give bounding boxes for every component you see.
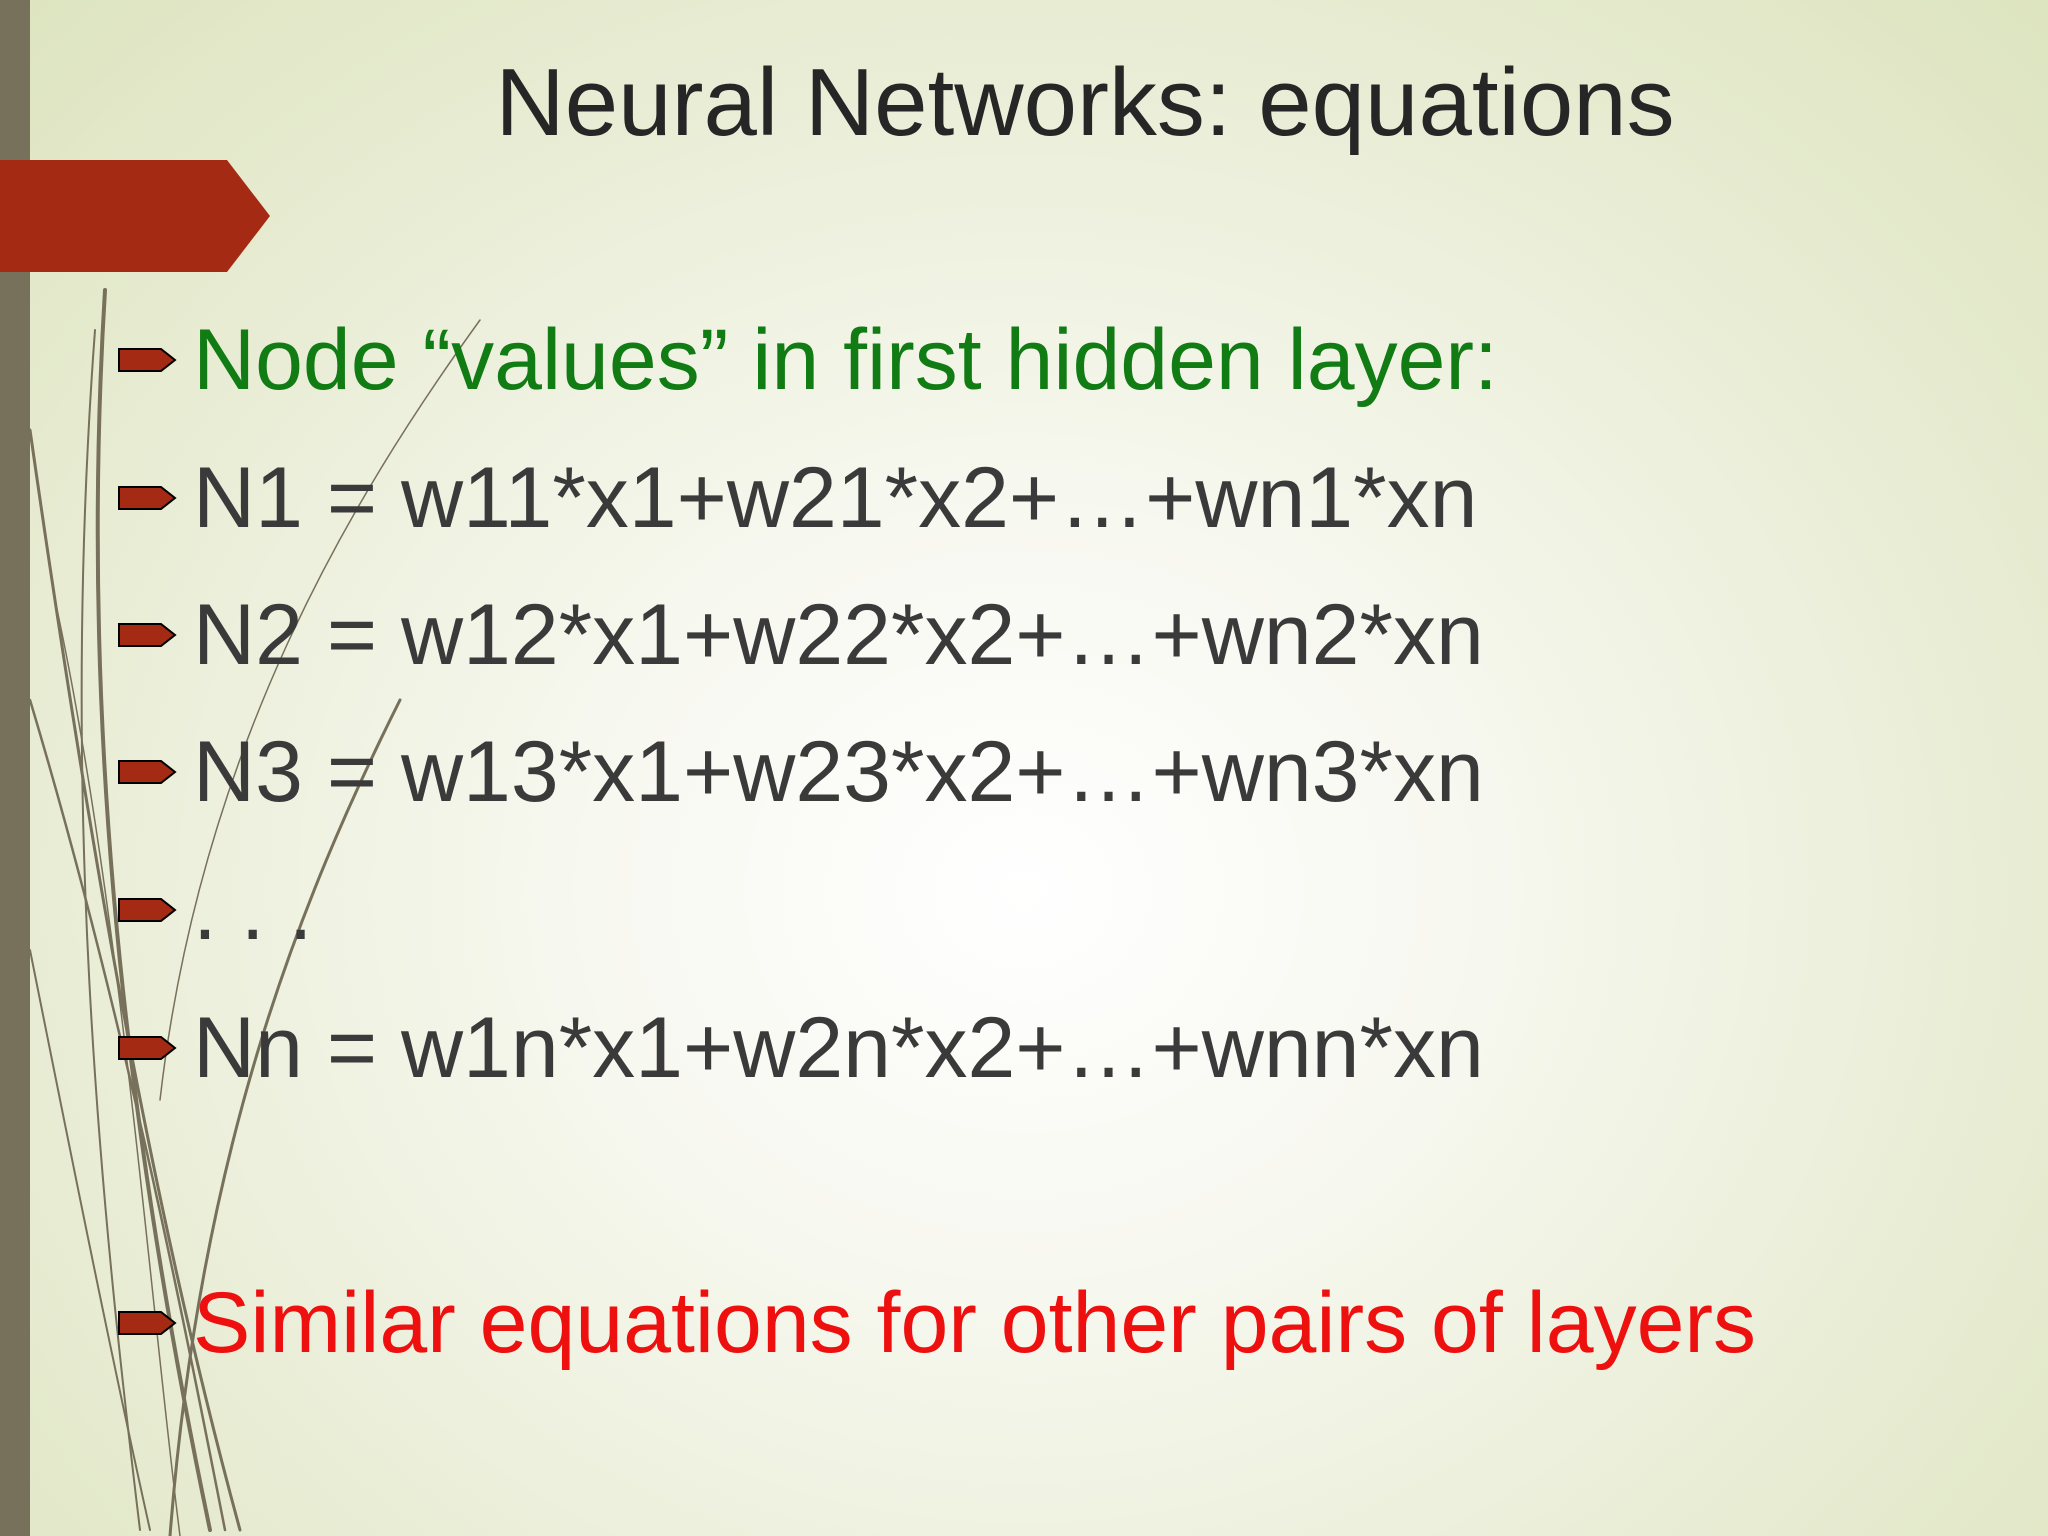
bullet-item: Nn = w1n*x1+w2n*x2+…+wnn*xn [115,998,1484,1098]
bullet-item: Similar equations for other pairs of lay… [115,1273,1756,1373]
arrow-bullet-icon [118,898,177,922]
slide-title: Neural Networks: equations [495,49,1675,156]
bullet-item: N1 = w11*x1+w21*x2+…+wn1*xn [115,448,1477,548]
equation-n2-text: N2 = w12*x1+w22*x2+…+wn2*xn [193,587,1484,683]
ellipsis-text: . . . [193,862,313,958]
bullet-heading-text: Node “values” in first hidden layer: [193,312,1498,408]
equation-n1-text: N1 = w11*x1+w21*x2+…+wn1*xn [193,450,1478,546]
closing-note-text: Similar equations for other pairs of lay… [193,1275,1757,1371]
bullet-item: . . . [115,860,312,960]
arrow-bullet-icon [118,348,177,372]
arrow-bullet-icon [118,623,177,647]
arrow-bullet-icon [118,1036,177,1060]
arrow-bullet-icon [118,1311,177,1335]
equation-n3-text: N3 = w13*x1+w23*x2+…+wn3*xn [193,724,1484,820]
title-accent-tab [0,160,270,272]
bullet-item: N2 = w12*x1+w22*x2+…+wn2*xn [115,585,1484,685]
arrow-bullet-icon [118,760,177,784]
bullet-item: Node “values” in first hidden layer: [115,310,1498,410]
bullet-item: N3 = w13*x1+w23*x2+…+wn3*xn [115,722,1484,822]
arrow-bullet-icon [118,486,177,510]
equation-nn-text: Nn = w1n*x1+w2n*x2+…+wnn*xn [193,1000,1484,1096]
